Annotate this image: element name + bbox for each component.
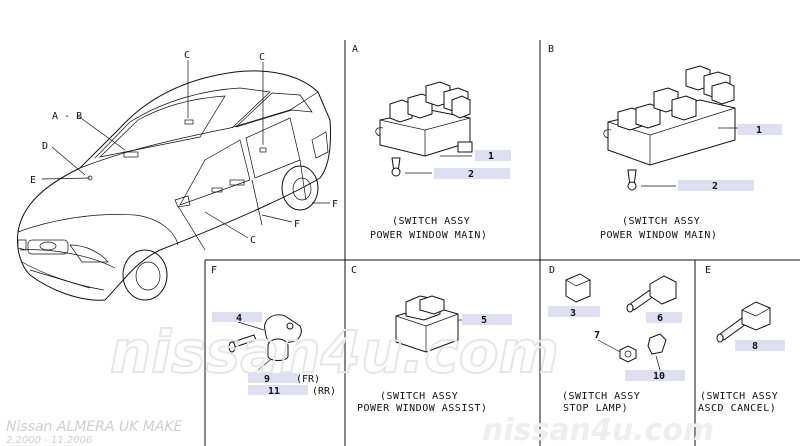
panel-c-caption-1: (SWITCH ASSY: [380, 391, 458, 402]
panel-d-letter: D: [549, 265, 555, 276]
panel-c-caption-2: POWER WINDOW ASSIST): [357, 403, 487, 414]
panel-f-fr: (FR): [296, 374, 320, 385]
watermark-small: nissan4u.com: [482, 413, 714, 446]
panel-c: C 5 (SWITCH ASSY POWER WINDOW ASSIST): [351, 265, 512, 414]
panel-a-caption-2: POWER WINDOW MAIN): [370, 230, 487, 241]
panel-d-part-3: 3: [570, 308, 576, 319]
car-label-c-door: C: [250, 235, 256, 246]
panel-f-letter: F: [211, 265, 217, 276]
panel-d-part-6: 6: [657, 313, 663, 324]
panel-e-caption-2: ASCD CANCEL): [698, 403, 776, 414]
panel-d-caption-2: STOP LAMP): [563, 403, 628, 414]
panel-b: B 1 2 (SWITCH ASSY POWER WINDOW MAIN): [548, 44, 782, 241]
panel-e-letter: E: [705, 265, 711, 276]
panel-b-part-1: 1: [756, 125, 762, 136]
panel-f: F 4 9 11 (FR) (RR): [211, 265, 336, 397]
panel-b-part-2: 2: [712, 181, 718, 192]
car-label-f-rear: F: [332, 199, 338, 210]
panel-f-part-9: 9: [264, 374, 270, 385]
car-label-c-roof: C: [184, 50, 190, 61]
panel-e-part-8: 8: [752, 341, 758, 352]
panel-a-letter: A: [352, 44, 358, 55]
footer-model: Nissan ALMERA UK MAKE: [6, 419, 183, 435]
panel-e: E 8 (SWITCH ASSY ASCD CANCEL): [698, 265, 785, 414]
panel-d-caption-1: (SWITCH ASSY: [562, 391, 640, 402]
car-callouts: C C A - B D E F F C: [30, 50, 338, 246]
panel-f-part-4: 4: [236, 313, 242, 324]
panel-grid: [204, 40, 800, 446]
footer-dates: 2.2000 - 11.2006: [6, 435, 92, 446]
car-label-a-b: A - B: [52, 111, 82, 122]
panel-d-part-7: 7: [594, 330, 600, 341]
car-label-c-rear: C: [259, 52, 265, 63]
watermark: nissan4u.com: [110, 318, 559, 386]
panel-b-caption-1: (SWITCH ASSY: [622, 216, 700, 227]
panel-a: A 1 2 (SWITCH ASSY POWER WINDOW MAIN): [352, 44, 511, 241]
panel-d-part-10: 10: [653, 371, 665, 382]
car-illustration: [17, 70, 331, 301]
car-label-d: D: [42, 141, 48, 152]
panel-a-caption-1: (SWITCH ASSY: [392, 216, 470, 227]
panel-f-part-11: 11: [268, 386, 280, 397]
car-label-f-door: F: [294, 219, 300, 230]
panel-b-letter: B: [548, 44, 554, 55]
car-label-e: E: [30, 175, 36, 186]
panel-a-part-1: 1: [488, 151, 494, 162]
panel-f-rr: (RR): [312, 386, 336, 397]
panel-c-letter: C: [351, 265, 357, 276]
panel-e-caption-1: (SWITCH ASSY: [700, 391, 778, 402]
panel-d: D 3 6 7 10 (SWITCH ASSY STOP LAMP): [548, 265, 685, 414]
panel-a-part-2: 2: [468, 169, 474, 180]
panel-c-part-5: 5: [481, 315, 487, 326]
panel-b-caption-2: POWER WINDOW MAIN): [600, 230, 717, 241]
